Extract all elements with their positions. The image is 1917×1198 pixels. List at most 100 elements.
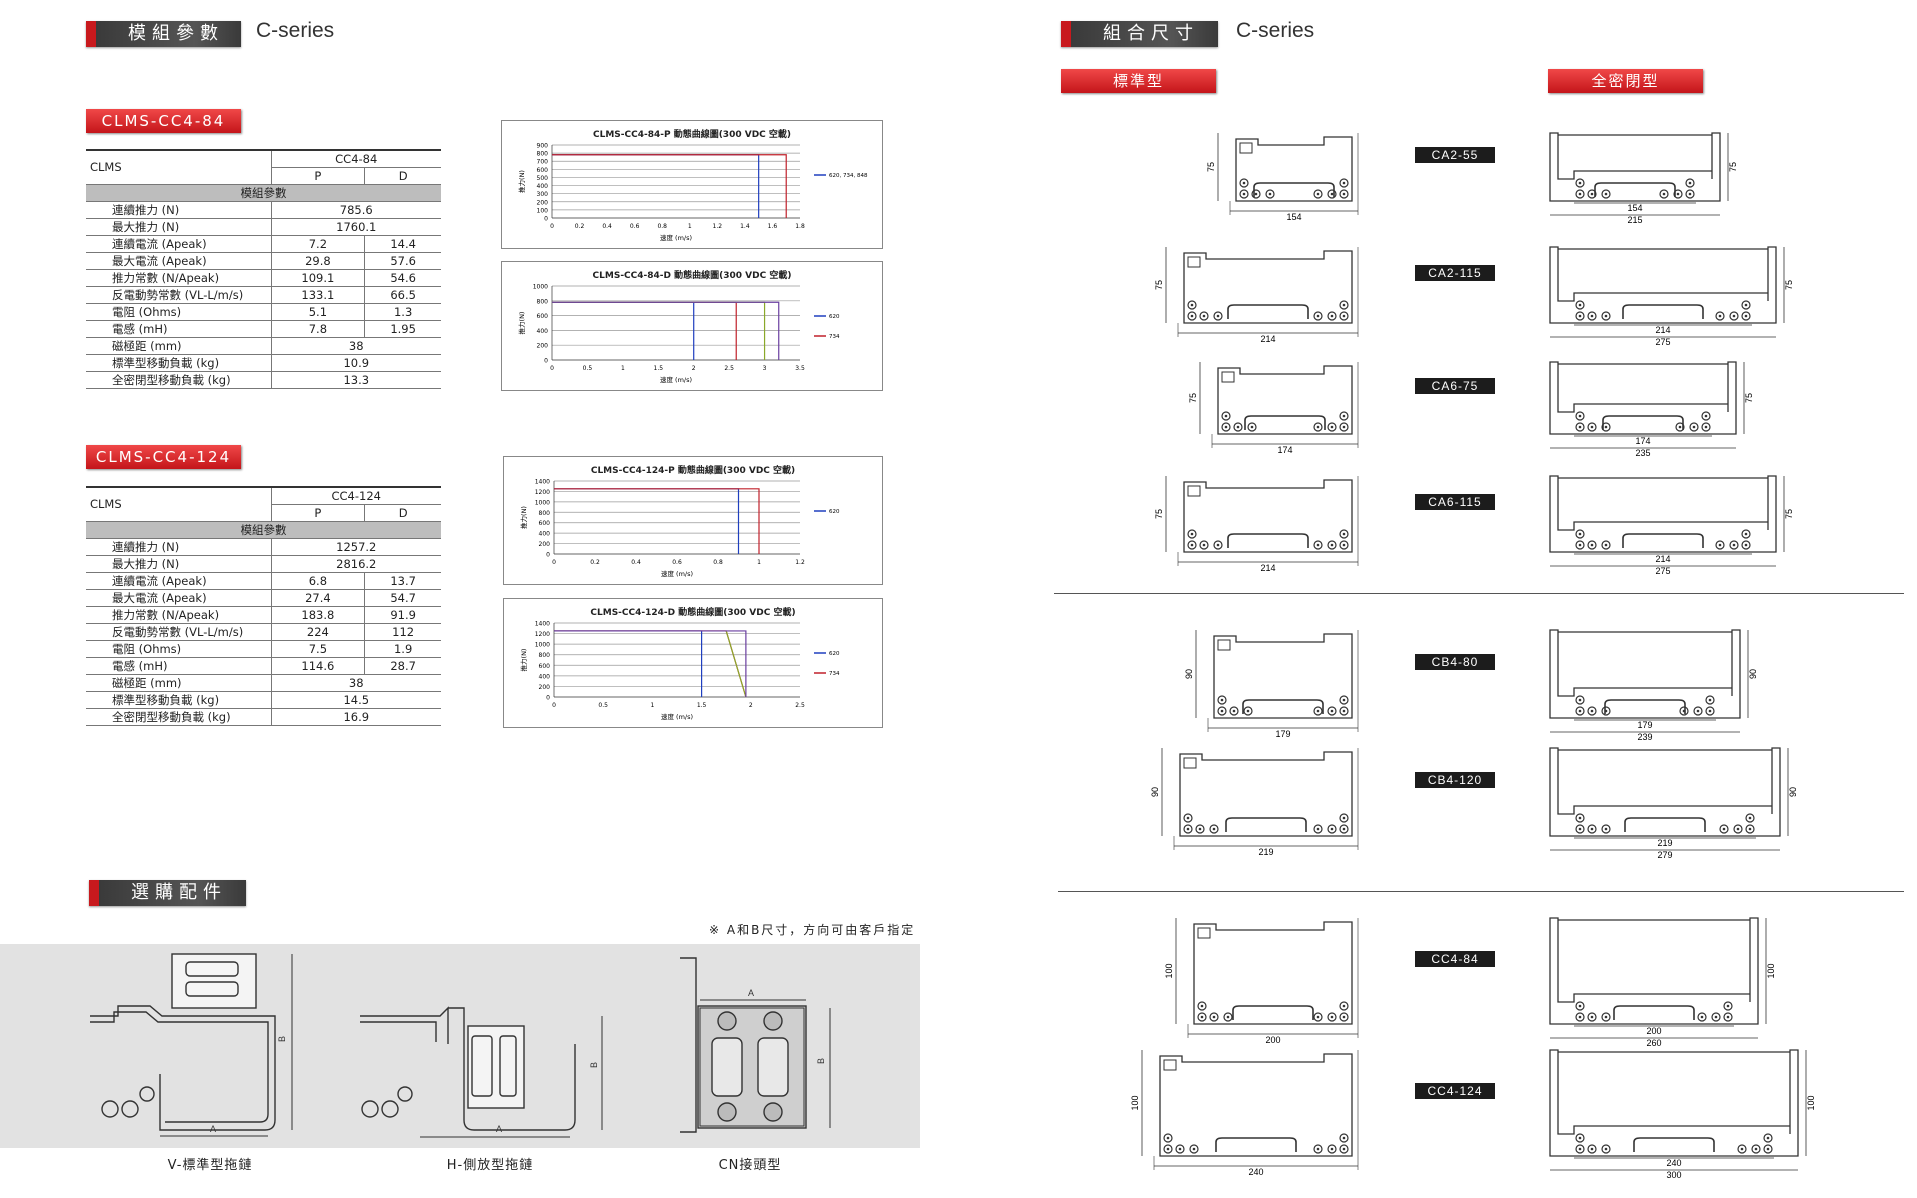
- row-label: 電阻 (Ohms): [86, 303, 271, 321]
- x-tick-label: 2.5: [724, 365, 734, 372]
- table-row: 全密閉型移動負載 (kg)16.9: [86, 708, 441, 726]
- legend-label: 734: [829, 671, 840, 677]
- y-tick-label: 700: [537, 159, 549, 166]
- y-tick-label: 200: [537, 199, 549, 206]
- cn-connector-drawing: [680, 957, 831, 1133]
- row-label: 連續推力 (N): [86, 538, 271, 556]
- y-tick-label: 1400: [535, 479, 550, 486]
- series-line: [554, 488, 760, 554]
- row-label: 連續電流 (Apeak): [86, 572, 271, 590]
- row-value: 13.3: [270, 371, 441, 389]
- table-row: 連續推力 (N)785.6: [86, 201, 441, 219]
- model-tag-cc4-124: CLMS-CC4-124: [86, 445, 241, 469]
- series-line: [554, 488, 740, 554]
- sealed-inner-width-label: 174: [1635, 436, 1650, 446]
- svg-text:A: A: [496, 1124, 502, 1134]
- x-tick-label: 2: [692, 365, 696, 372]
- std-height-label: 75: [1154, 509, 1164, 519]
- legend-label: 734: [829, 334, 840, 340]
- y-tick-label: 300: [537, 191, 549, 198]
- series-line: [552, 154, 787, 218]
- sealed-height-label: 75: [1784, 280, 1794, 290]
- x-tick-label: 1: [688, 223, 692, 230]
- row-value: 38: [270, 674, 441, 692]
- svg-text:B: B: [277, 1036, 287, 1042]
- row-value-d: 66.5: [364, 286, 441, 304]
- row-label: 最大推力 (N): [86, 218, 271, 236]
- sealed-inner-width-label: 219: [1657, 838, 1672, 848]
- y-tick-label: 800: [537, 298, 549, 305]
- x-tick-label: 2.5: [795, 702, 805, 709]
- table-row: 磁極距 (mm)38: [86, 674, 441, 692]
- row-value-p: 29.8: [270, 252, 365, 270]
- row-label: 最大電流 (Apeak): [86, 252, 271, 270]
- accessories-header: 選購配件: [89, 880, 246, 906]
- y-tick-label: 200: [539, 684, 551, 691]
- series-line: [552, 301, 737, 360]
- x-tick-label: 0.8: [657, 223, 667, 230]
- row-value-p: 7.5: [270, 640, 365, 658]
- row-value-p: 7.8: [270, 320, 365, 338]
- x-tick-label: 3: [763, 365, 767, 372]
- caption-v-chain: V-標準型拖鏈: [167, 1158, 253, 1173]
- table-row: 連續推力 (N)1257.2: [86, 538, 441, 556]
- y-tick-label: 600: [539, 520, 551, 527]
- separator-2: [1058, 891, 1904, 892]
- y-tick-label: 500: [537, 175, 549, 182]
- sealed-inner-width-label: 214: [1655, 325, 1670, 335]
- std-width-label: 179: [1275, 729, 1290, 739]
- x-tick-label: 0.5: [583, 365, 593, 372]
- separator-1: [1054, 593, 1904, 594]
- model-code-cc4-84: CC4-84: [1415, 951, 1495, 967]
- right-series-label: C-series: [1236, 19, 1315, 42]
- chart-title: CLMS-CC4-84-P 動態曲線圖(300 VDC 空載): [592, 130, 792, 140]
- row-label: 標準型移動負載 (kg): [86, 354, 271, 372]
- y-tick-label: 400: [537, 328, 549, 335]
- col-d: D: [364, 167, 441, 185]
- y-tick-label: 0: [546, 695, 550, 702]
- sealed-height-label: 100: [1766, 963, 1776, 978]
- x-tick-label: 1.2: [795, 559, 805, 566]
- chart-title: CLMS-CC4-84-D 動態曲線圖(300 VDC 空載): [592, 271, 792, 281]
- col-p: P: [270, 504, 365, 522]
- x-tick-label: 1.5: [697, 702, 707, 709]
- x-tick-label: 1: [650, 702, 654, 709]
- x-tick-label: 1: [757, 559, 761, 566]
- y-tick-label: 400: [537, 183, 549, 190]
- row-value-d: 57.6: [364, 252, 441, 270]
- row-value: 16.9: [270, 708, 441, 726]
- combo-dimensions-header: 組合尺寸: [1061, 21, 1218, 47]
- svg-text:A: A: [210, 1124, 216, 1134]
- sealed-inner-width-label: 179: [1637, 720, 1652, 730]
- row-value: 10.9: [270, 354, 441, 372]
- series-line: [554, 630, 703, 697]
- std-width-label: 200: [1265, 1035, 1280, 1045]
- table-row: 磁極距 (mm)38: [86, 337, 441, 355]
- sealed-outer-width-label: 300: [1666, 1170, 1681, 1180]
- sealed-height-label: 90: [1748, 669, 1758, 679]
- x-tick-label: 0.5: [598, 702, 608, 709]
- row-label: 反電動勢常數 (VL-L/m/s): [86, 286, 271, 304]
- sealed-outer-width-label: 275: [1655, 337, 1670, 347]
- sealed-height-label: 75: [1728, 162, 1738, 172]
- row-value-d: 91.9: [364, 606, 441, 624]
- x-tick-label: 1.6: [768, 223, 778, 230]
- model-name: CC4-84: [270, 149, 441, 168]
- model-name: CC4-124: [270, 486, 441, 505]
